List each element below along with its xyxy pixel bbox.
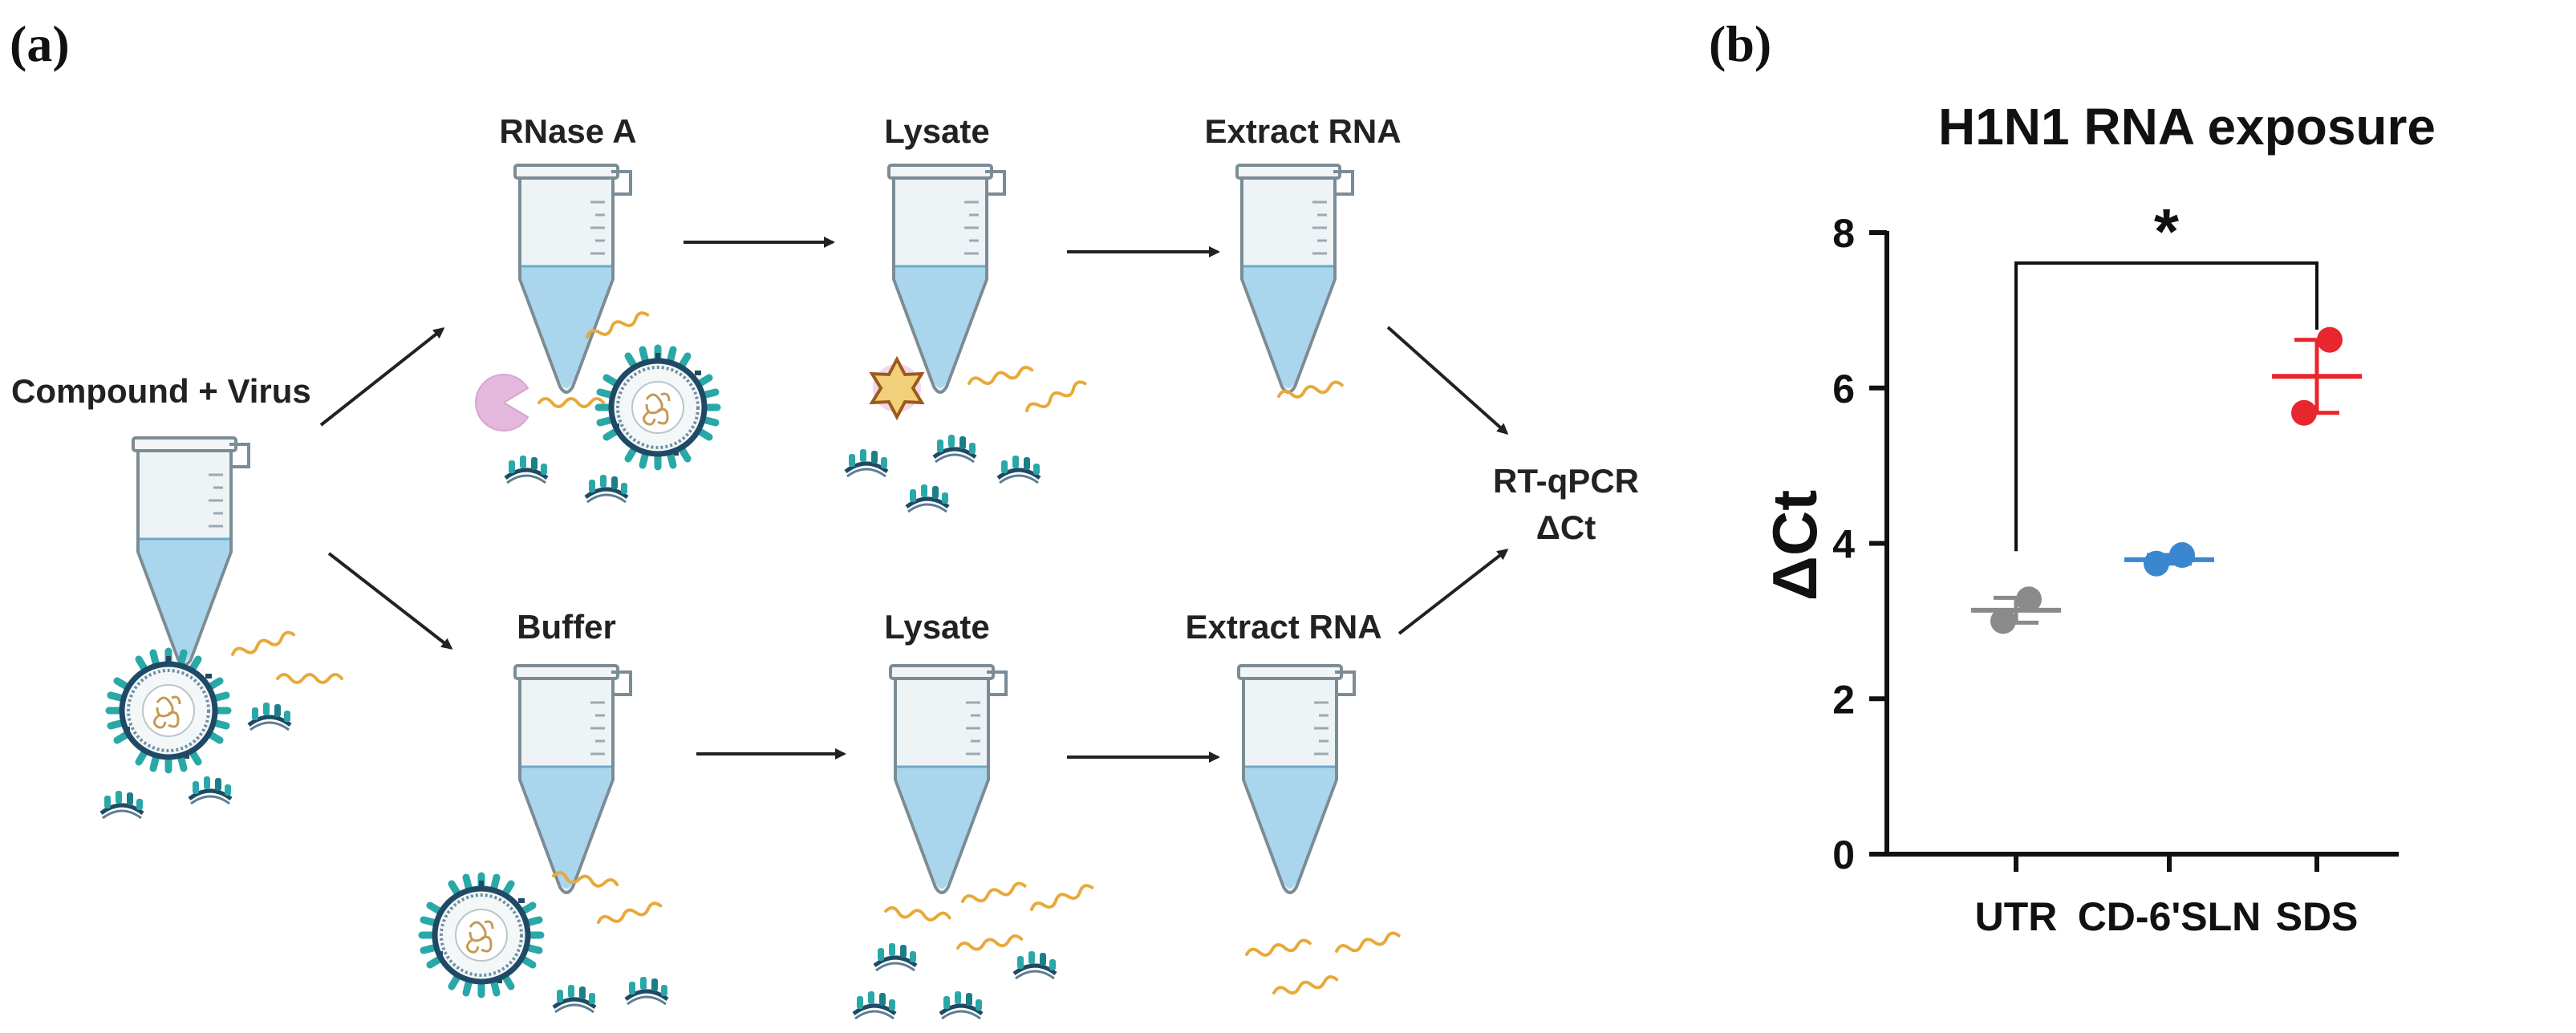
protein-fragment <box>101 791 143 818</box>
protein-fragment <box>189 776 231 804</box>
protein-fragment <box>907 484 948 512</box>
y-tick-label: 8 <box>1832 211 1855 256</box>
rna-strand <box>276 673 343 684</box>
virus-particle <box>109 651 228 770</box>
rnase-label: RNase A <box>499 112 636 150</box>
rna-strand <box>1244 938 1312 960</box>
lysate-bottom-tube <box>889 664 1008 894</box>
extract-top-label: Extract RNA <box>1204 112 1401 150</box>
rna-strand <box>538 397 605 408</box>
data-point <box>2291 399 2317 426</box>
data-point <box>2144 550 2169 577</box>
chart-title: H1N1 RNA exposure <box>1938 98 2436 156</box>
arrow-start-to-buffer <box>327 552 453 650</box>
start-tube <box>132 436 250 666</box>
rtqpcr-label: RT-qPCR <box>1493 462 1639 500</box>
lysis-agent-icon <box>870 358 923 419</box>
significance-marker: * <box>2154 196 2180 267</box>
protein-fragment <box>940 991 982 1019</box>
protein-fragment <box>998 456 1040 483</box>
rna-strand <box>595 900 663 928</box>
protein-fragment <box>1014 951 1056 978</box>
start-label: Compound + Virus <box>11 372 311 410</box>
extract-bottom-tube <box>1237 664 1356 894</box>
protein-fragment <box>249 703 290 730</box>
y-tick-label: 2 <box>1832 677 1855 722</box>
arrow-extract-top-to-rtqpcr <box>1386 326 1509 435</box>
rna-strand <box>1023 378 1089 416</box>
arrow-start-to-rnase <box>319 327 445 427</box>
panel-b-label: (b) <box>1709 15 1771 72</box>
buffer-tube <box>513 664 632 894</box>
delta-ct-label: ΔCt <box>1536 508 1596 546</box>
extract-bottom-label: Extract RNA <box>1185 608 1381 646</box>
significance-bracket <box>2014 261 2318 552</box>
rna-strand <box>883 905 952 924</box>
protein-fragment <box>846 449 887 476</box>
rnase-tube <box>513 164 632 394</box>
x-tick-label: SDS <box>2276 894 2359 939</box>
rna-strand <box>1333 930 1402 957</box>
virus-particle <box>422 876 541 995</box>
data-point <box>2016 586 2042 613</box>
buffer-label: Buffer <box>517 608 616 646</box>
protein-fragment <box>854 991 895 1019</box>
panel-a-label: (a) <box>10 15 70 72</box>
rnase-enzyme-icon <box>474 374 529 431</box>
protein-fragment <box>586 475 627 502</box>
y-tick-label: 6 <box>1832 367 1855 411</box>
protein-fragment <box>874 943 916 970</box>
rna-strand <box>959 880 1028 907</box>
data-point <box>2317 326 2343 353</box>
lysate-top-label: Lysate <box>884 112 990 150</box>
lysate-top-tube <box>887 164 1006 394</box>
virus-particle <box>598 348 717 467</box>
arrow-extract-bottom-to-rtqpcr <box>1398 549 1509 635</box>
protein-fragment <box>505 456 547 483</box>
lysate-bottom-label: Lysate <box>884 608 990 646</box>
protein-fragment <box>554 985 595 1012</box>
y-tick-label: 4 <box>1832 522 1855 567</box>
extract-top-tube <box>1235 164 1354 394</box>
y-tick-label: 0 <box>1832 832 1855 877</box>
protein-fragment <box>934 435 976 462</box>
x-tick-label: CD-6'SLN <box>2078 894 2262 939</box>
x-tick-label: UTR <box>1975 894 2058 939</box>
rna-strand <box>1271 974 1340 999</box>
rna-strand <box>229 629 297 660</box>
protein-fragment <box>626 977 667 1004</box>
data-point <box>2169 542 2195 569</box>
rna-strand <box>966 364 1035 389</box>
y-axis-label: ΔCt <box>1759 490 1830 601</box>
rna-strand <box>955 933 1024 954</box>
data-point <box>1990 608 2016 634</box>
rna-strand <box>1028 881 1095 915</box>
